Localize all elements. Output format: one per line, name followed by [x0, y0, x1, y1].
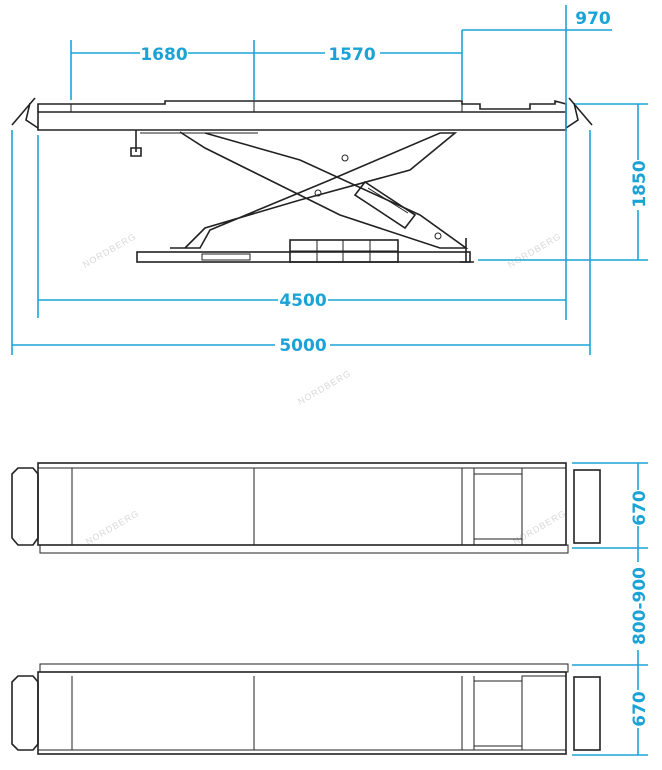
dim-800-900: 800-900: [630, 567, 650, 645]
dim-970: 970: [575, 9, 611, 29]
hydraulic-cylinder: [353, 180, 417, 230]
dim-1850: 1850: [630, 160, 650, 207]
watermark: NORDBERG: [81, 231, 138, 270]
dim-4500: 4500: [279, 291, 326, 311]
dim-1680: 1680: [140, 45, 187, 65]
platform-beam: [37, 111, 567, 131]
ramp-right: [573, 676, 601, 751]
watermark: NORDBERG: [511, 508, 568, 547]
top-dimensions: 670 800-900 670: [572, 462, 650, 756]
dim-670-top: 670: [630, 490, 650, 526]
ramp-left: [11, 467, 39, 546]
ramp-left: [11, 97, 39, 129]
side-dimensions: 1680 1570 970 1850 4500 5000: [11, 5, 650, 356]
watermark: NORDBERG: [84, 508, 141, 547]
dim-5000: 5000: [279, 336, 326, 356]
top-view-platform-2: [11, 663, 601, 755]
ramp-left: [11, 675, 39, 751]
side-view: [11, 97, 593, 263]
dim-1570: 1570: [328, 45, 375, 65]
dim-670-bottom: 670: [630, 691, 650, 727]
scissor-arm: [179, 131, 469, 249]
ramp-right: [565, 97, 593, 129]
scissor-arm: [170, 132, 458, 249]
watermark: NORDBERG: [506, 231, 563, 270]
top-view-platform-1: [11, 462, 601, 554]
watermark: NORDBERG: [296, 368, 353, 407]
base-frame: [136, 251, 471, 263]
ramp-right: [573, 469, 601, 544]
